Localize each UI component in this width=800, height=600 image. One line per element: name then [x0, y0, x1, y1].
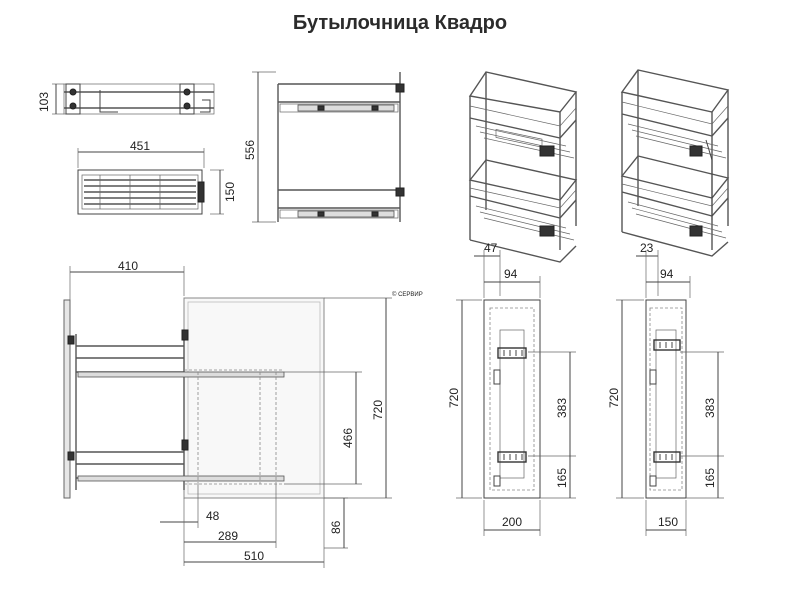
front-view-a [456, 250, 576, 536]
dim-720-section: 720 [371, 400, 385, 420]
watermark: © СЕРВИР [392, 291, 423, 298]
dim-383-a: 383 [555, 398, 569, 418]
dim-103: 103 [37, 92, 51, 112]
dim-510: 510 [244, 549, 264, 563]
dim-150-top: 150 [223, 182, 237, 202]
dim-94-b: 94 [660, 267, 674, 281]
dim-200: 200 [502, 515, 522, 529]
dim-289: 289 [218, 529, 238, 543]
side-view-small [52, 83, 215, 115]
perspective-view-b [620, 69, 730, 257]
dim-165-a: 165 [555, 468, 569, 488]
dim-86: 86 [329, 520, 343, 534]
dim-466: 466 [341, 428, 355, 448]
dim-410: 410 [118, 259, 138, 273]
dim-165-b: 165 [703, 468, 717, 488]
top-plan-view [77, 148, 224, 215]
dim-720-b: 720 [607, 388, 621, 408]
dim-383-b: 383 [703, 398, 717, 418]
dim-94-a: 94 [504, 267, 518, 281]
installation-section [63, 266, 392, 568]
dim-23: 23 [640, 241, 654, 255]
dim-47: 47 [484, 241, 498, 255]
page-title: Бутылочница Квадро [292, 12, 508, 34]
dim-451: 451 [130, 139, 150, 153]
dim-720-a: 720 [447, 388, 461, 408]
dim-556: 556 [243, 140, 257, 160]
perspective-view-a [468, 71, 578, 263]
front-side-view [252, 71, 405, 223]
dim-150-front: 150 [658, 515, 678, 529]
front-view-b [616, 250, 724, 536]
dim-48: 48 [206, 509, 220, 523]
